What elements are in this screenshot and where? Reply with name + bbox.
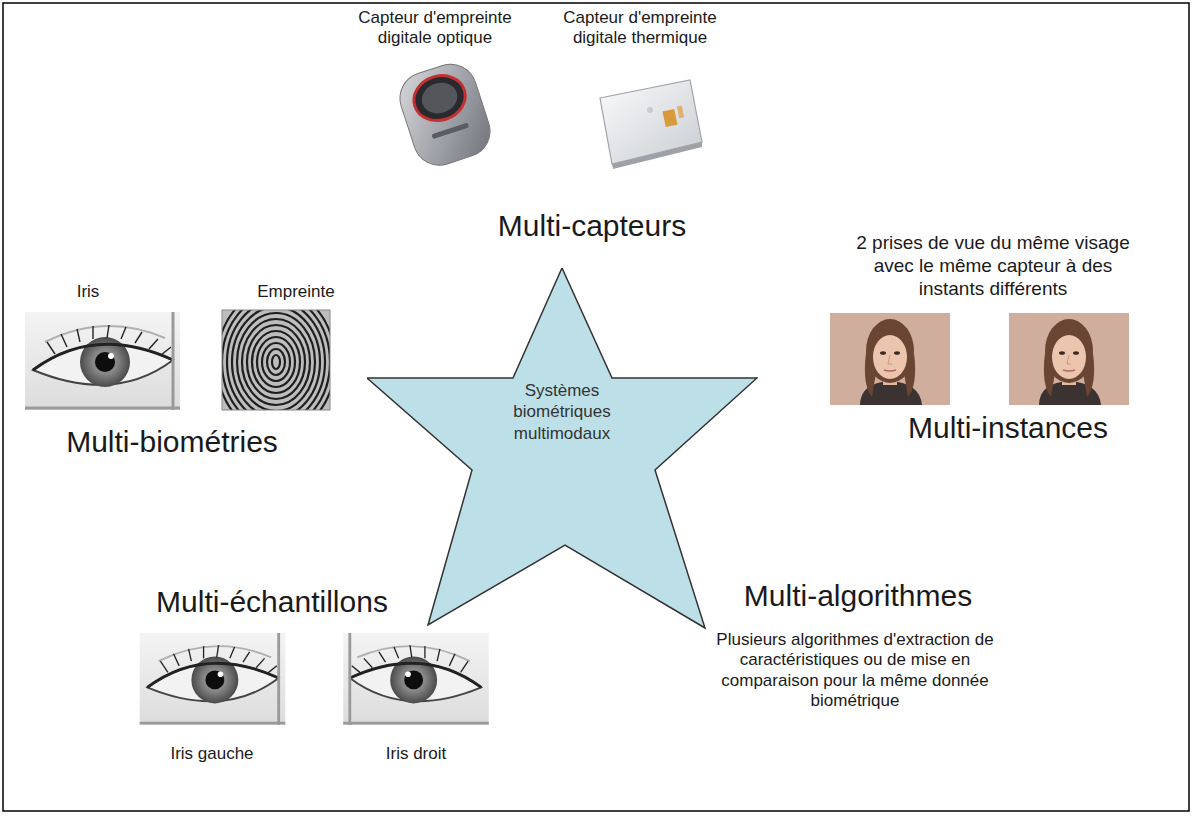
note-text: Plusieurs algorithmes d'extraction de ca… (695, 630, 1015, 712)
image-caption: Iris droit (336, 744, 496, 764)
category-title: Multi-instances (848, 410, 1168, 446)
image-caption: Empreinte (226, 282, 366, 302)
note-text: 2 prises de vue du même visage avec le m… (848, 232, 1138, 300)
sensor-caption: Capteur d'empreinte digitale optique (345, 8, 525, 49)
image-caption: Iris gauche (132, 744, 292, 764)
fingerprint-image (217, 289, 335, 435)
image-caption: Iris (38, 282, 138, 302)
optical-sensor (393, 57, 497, 171)
thermal-sensor (600, 80, 702, 169)
star-shape (367, 268, 758, 630)
node-title: Systèmes biométriques multimodaux (492, 380, 632, 444)
star-outline (367, 268, 757, 628)
category-title: Multi-échantillons (97, 584, 447, 620)
category-title: Multi-capteurs (442, 208, 742, 244)
sensor-caption: Capteur d'empreinte digitale thermique (540, 8, 740, 49)
star-node: Systèmes biométriques multimodaux (367, 268, 758, 630)
category-title: Multi-biométries (12, 424, 332, 460)
frame (3, 3, 1189, 811)
face-photo (1009, 313, 1129, 405)
face-photo (830, 313, 950, 405)
iris-photo (140, 633, 286, 725)
iris-photo (343, 633, 489, 725)
iris-photo (25, 312, 180, 410)
category-title: Multi-algorithmes (688, 578, 1028, 614)
